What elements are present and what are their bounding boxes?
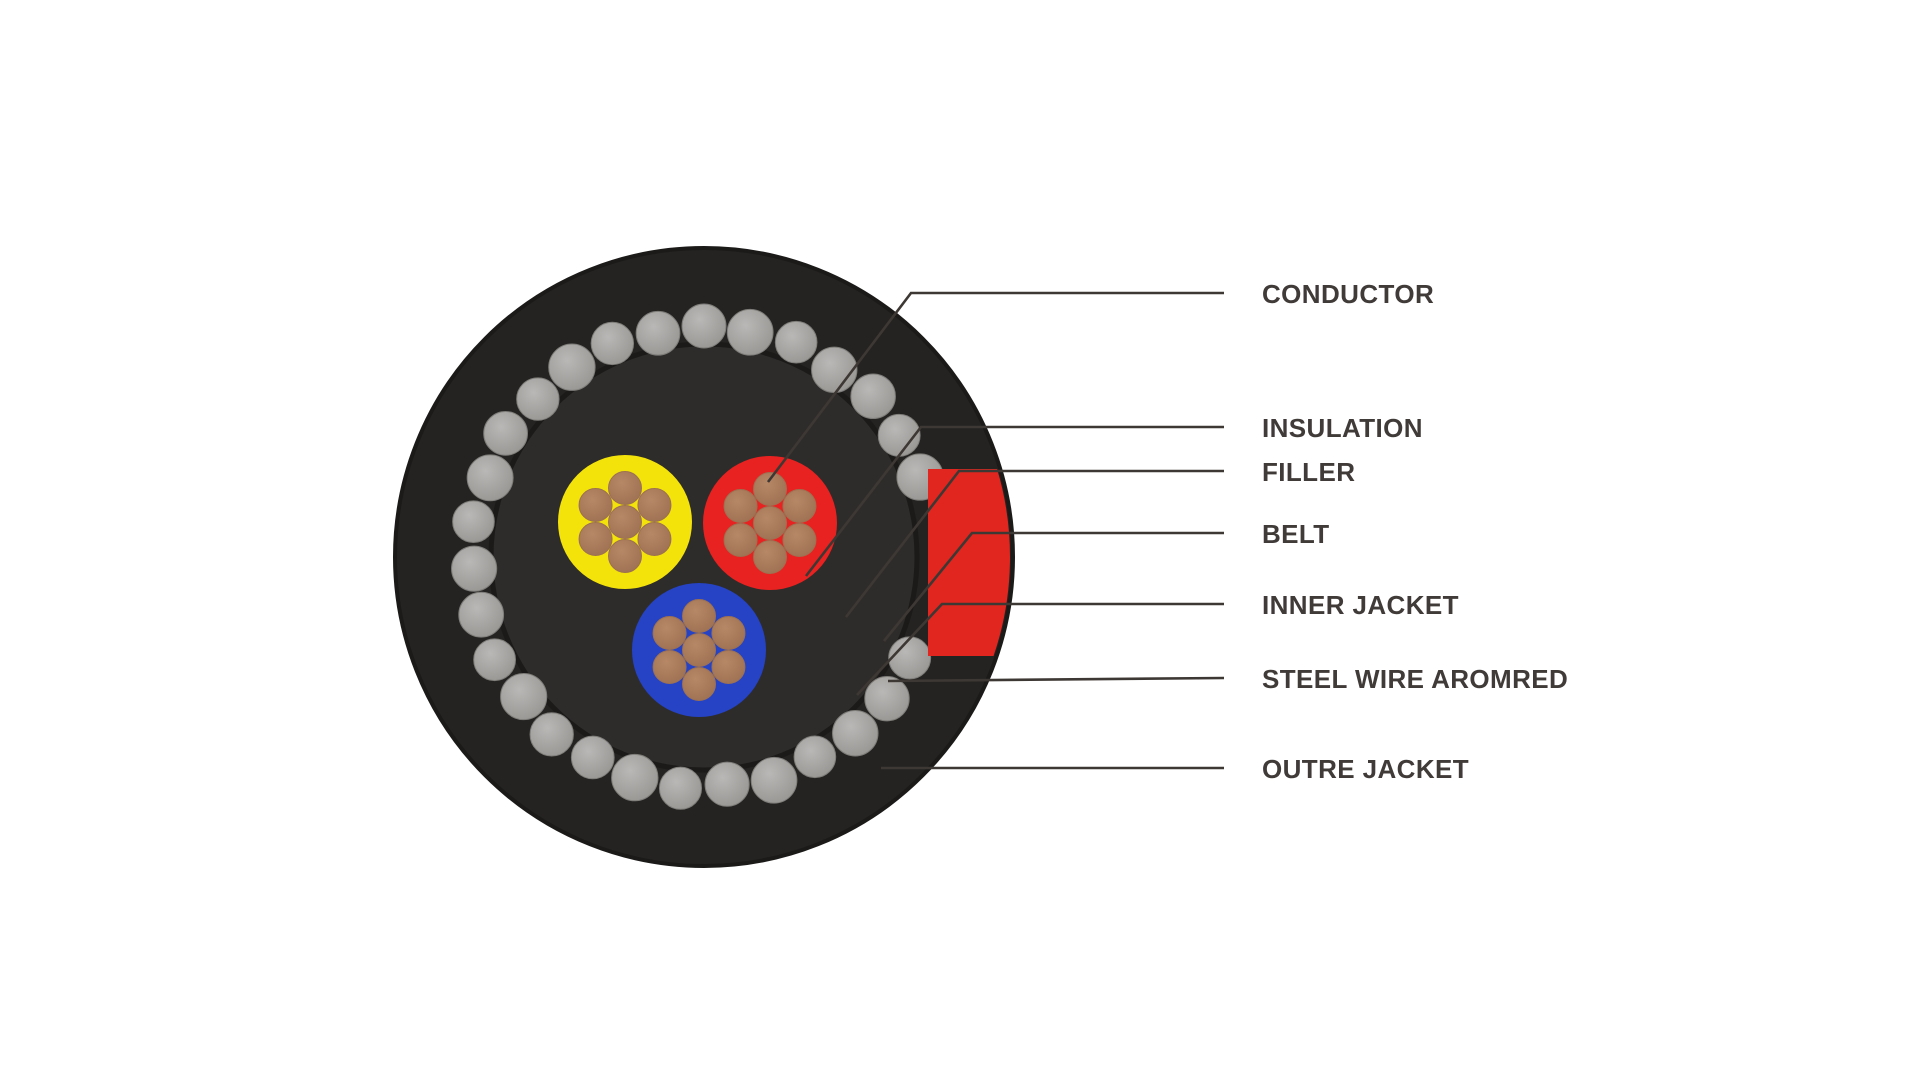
steel-wire [466,454,514,502]
copper-strand [711,650,746,684]
steel-wire [658,766,703,810]
copper-strand [682,599,716,633]
copper-strand [608,505,642,539]
leader-conductor [766,291,1224,483]
steel-wire [850,373,896,419]
label-conductor: CONDUCTOR [1262,278,1435,309]
steel-wire [681,303,727,349]
copper-strand [682,667,716,701]
copper-strand [637,488,672,522]
steel-wire [452,500,495,544]
leader-filler [844,469,1224,618]
copper-strand [578,522,613,556]
steel-wire [500,673,548,721]
copper-strand [652,650,687,684]
steel-wire [548,343,596,391]
copper-strand [652,616,687,650]
steel-wire [458,591,505,638]
leader-steel-wire-aromred [887,676,1225,683]
blue-core [632,583,766,717]
copper-strand [753,540,787,574]
label-filler: FILLER [1262,456,1356,487]
steel-wire [888,636,932,680]
steel-wire [451,545,498,592]
steel-wire [529,712,574,757]
steel-wire [516,377,560,421]
steel-wire [793,735,837,779]
label-insulation: INSULATION [1262,412,1423,443]
copper-strand [782,523,817,557]
copper-strand [753,506,787,540]
label-outre-jacket: OUTRE JACKET [1262,753,1470,784]
steel-wire [832,709,879,757]
steel-wire-armour [451,303,944,810]
leader-inner-jacket [856,602,1224,696]
copper-strand [682,633,716,667]
copper-strand [711,616,746,650]
copper-strand [608,471,642,505]
red-core [703,456,837,590]
red-band-highlight [928,469,1010,656]
steel-wire [704,761,750,807]
copper-strand [723,489,758,523]
steel-wire [774,320,818,364]
copper-strand [753,472,787,506]
label-inner-jacket: INNER JACKET [1262,589,1459,620]
leader-belt [882,531,1224,642]
copper-strand [782,489,817,523]
steel-wire [726,308,774,356]
leader-lines [766,291,1225,770]
copper-strand [723,523,758,557]
label-steel-wire-aromred: STEEL WIRE AROMRED [1262,663,1569,694]
copper-strand [578,488,613,522]
steel-wire [590,321,635,366]
steel-wire [750,756,798,804]
steel-wire [473,638,516,682]
copper-strand [637,522,672,556]
yellow-core [558,455,692,589]
leader-insulation [804,425,1224,577]
steel-wire [570,735,615,780]
steel-wire [864,675,910,722]
steel-wire [611,753,659,802]
steel-wire [635,310,681,356]
copper-strand [608,539,642,573]
steel-wire [483,410,528,456]
label-belt: BELT [1262,518,1330,549]
steel-wire [811,346,858,394]
